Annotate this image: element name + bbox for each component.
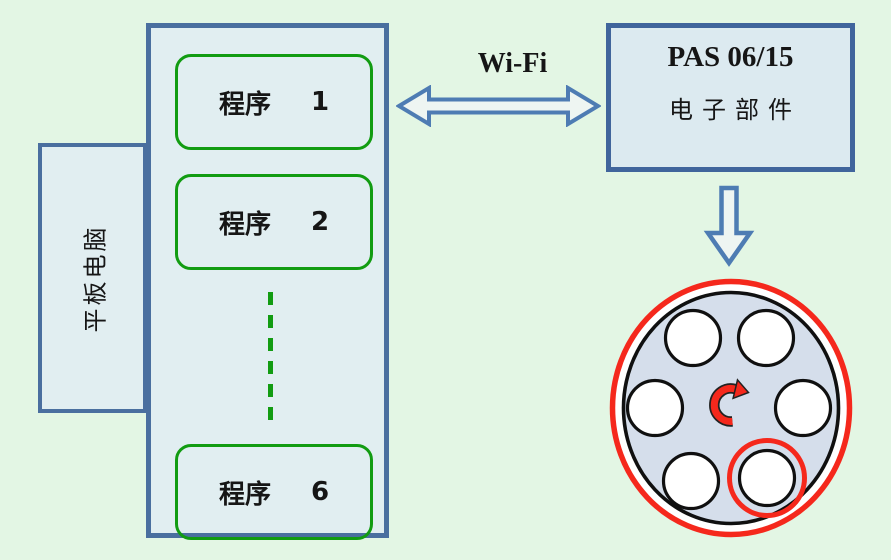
hole-bottom-left (661, 451, 721, 511)
program-number: 2 (310, 207, 330, 237)
controller-subtitle: 电子部件 (669, 95, 801, 124)
controller-box: PAS 06/15 电子部件 (606, 23, 855, 172)
wheel-position-holes (625, 308, 833, 511)
down-arrow-icon (703, 185, 755, 267)
hole-top-right (736, 308, 796, 368)
bidirectional-arrow-icon (396, 85, 601, 127)
program-label: 程序 (218, 89, 271, 120)
program-number: 6 (310, 477, 330, 507)
program-panel: 程序 1 程序 2 程序 6 (146, 23, 389, 540)
selected-position-ring (727, 438, 807, 518)
program-label: 程序 (218, 209, 271, 240)
tablet-label: 平板电脑 (81, 224, 109, 332)
program-box-6: 程序 6 (175, 444, 373, 540)
rotation-arrow-icon (709, 378, 750, 427)
rotary-wheel (609, 278, 853, 538)
ellipsis-dashed-line (268, 292, 273, 426)
hole-top-left (663, 308, 723, 368)
hole-right (773, 378, 833, 438)
hole-bottom-right (737, 448, 797, 508)
program-label: 程序 (218, 479, 271, 510)
wifi-label: Wi-Fi (477, 48, 548, 79)
tablet-box: 平板电脑 (38, 143, 147, 413)
program-box-1: 程序 1 (175, 54, 373, 150)
hole-left (625, 378, 685, 438)
program-number: 1 (310, 87, 330, 117)
controller-title: PAS 06/15 (667, 41, 794, 73)
program-box-2: 程序 2 (175, 174, 373, 270)
